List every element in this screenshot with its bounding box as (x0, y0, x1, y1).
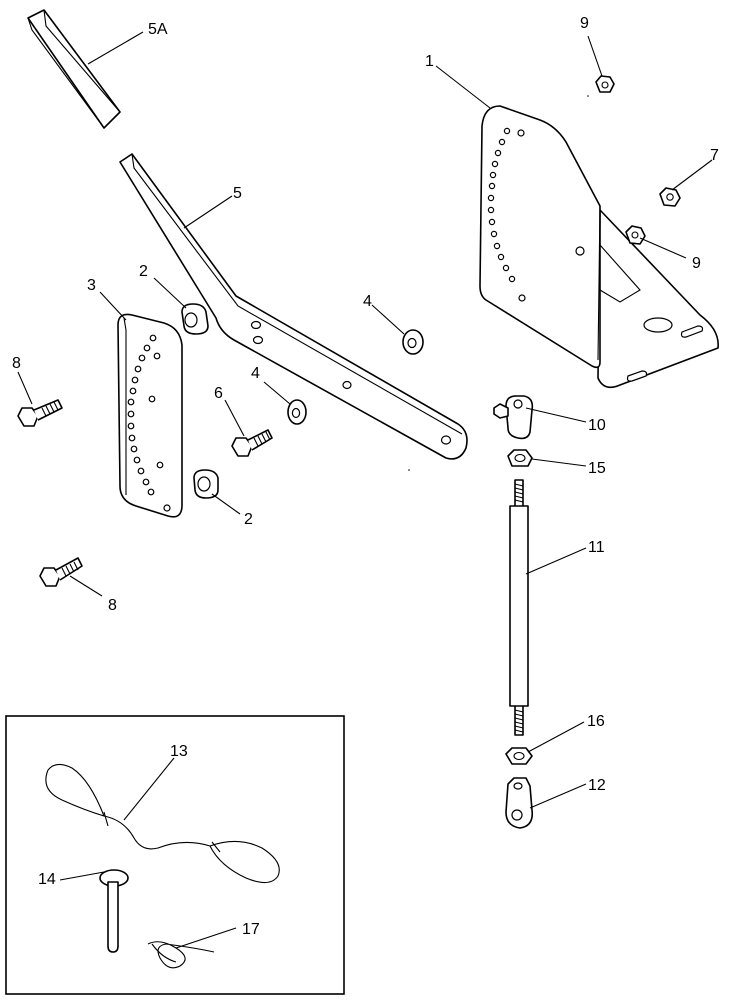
part-4-washer-lower (287, 399, 307, 425)
callout-2-lower: 2 (244, 511, 253, 528)
part-9-nut-top (595, 75, 615, 93)
part-13-lanyard (45, 763, 280, 884)
part-12-ball-joint (505, 777, 534, 829)
callout-1: 1 (425, 53, 434, 70)
callout-9-top: 9 (580, 15, 589, 32)
callout-9-side: 9 (692, 255, 701, 272)
speck-mark-2 (408, 469, 410, 471)
part-3-plate (117, 313, 183, 518)
part-15-nut (507, 449, 533, 467)
callout-10: 10 (588, 417, 606, 434)
callout-5: 5 (233, 185, 242, 202)
callout-4-lower: 4 (251, 365, 260, 382)
callout-4-upper: 4 (363, 293, 372, 310)
part-8-bolt-upper (17, 399, 63, 427)
part-2-spacer-lower (193, 469, 219, 499)
callout-6: 6 (214, 385, 223, 402)
callout-labels: 5A 5 2 3 4 4 6 8 8 2 1 9 7 9 10 15 11 16… (12, 15, 719, 938)
speck-mark (587, 95, 589, 97)
part-17-hair-pin-clip (147, 941, 215, 969)
inset-box (5, 715, 345, 995)
bracket-hole-row (487, 127, 516, 283)
callout-16: 16 (587, 713, 605, 730)
part-9-nut-side (625, 225, 646, 245)
part-10-ball-joint (493, 395, 534, 440)
part-1-bracket (479, 105, 719, 389)
callout-17: 17 (242, 921, 260, 938)
part-11-rod (509, 479, 529, 736)
part-14-pin (99, 869, 129, 953)
part-2-spacer-upper (181, 303, 209, 335)
part-16-nut (505, 747, 533, 765)
callout-12: 12 (588, 777, 606, 794)
leader-lines (17, 31, 713, 949)
part-6-bolt (231, 429, 273, 457)
callout-7: 7 (710, 147, 719, 164)
callout-13: 13 (170, 743, 188, 760)
callout-11: 11 (588, 539, 605, 556)
callout-8-lower: 8 (108, 597, 117, 614)
callout-15: 15 (588, 460, 606, 477)
part-5a-handle-grip (27, 9, 121, 129)
plate-hole-row (127, 334, 171, 512)
part-5-lever-arm (119, 153, 468, 460)
part-8-bolt-lower (39, 557, 83, 587)
callout-8-upper: 8 (12, 355, 21, 372)
part-4-washer-upper (402, 329, 424, 355)
callout-5a: 5A (148, 21, 168, 38)
callout-3: 3 (87, 277, 96, 294)
callout-14: 14 (38, 871, 56, 888)
part-7-nut (659, 187, 681, 207)
callout-2-upper: 2 (139, 263, 148, 280)
